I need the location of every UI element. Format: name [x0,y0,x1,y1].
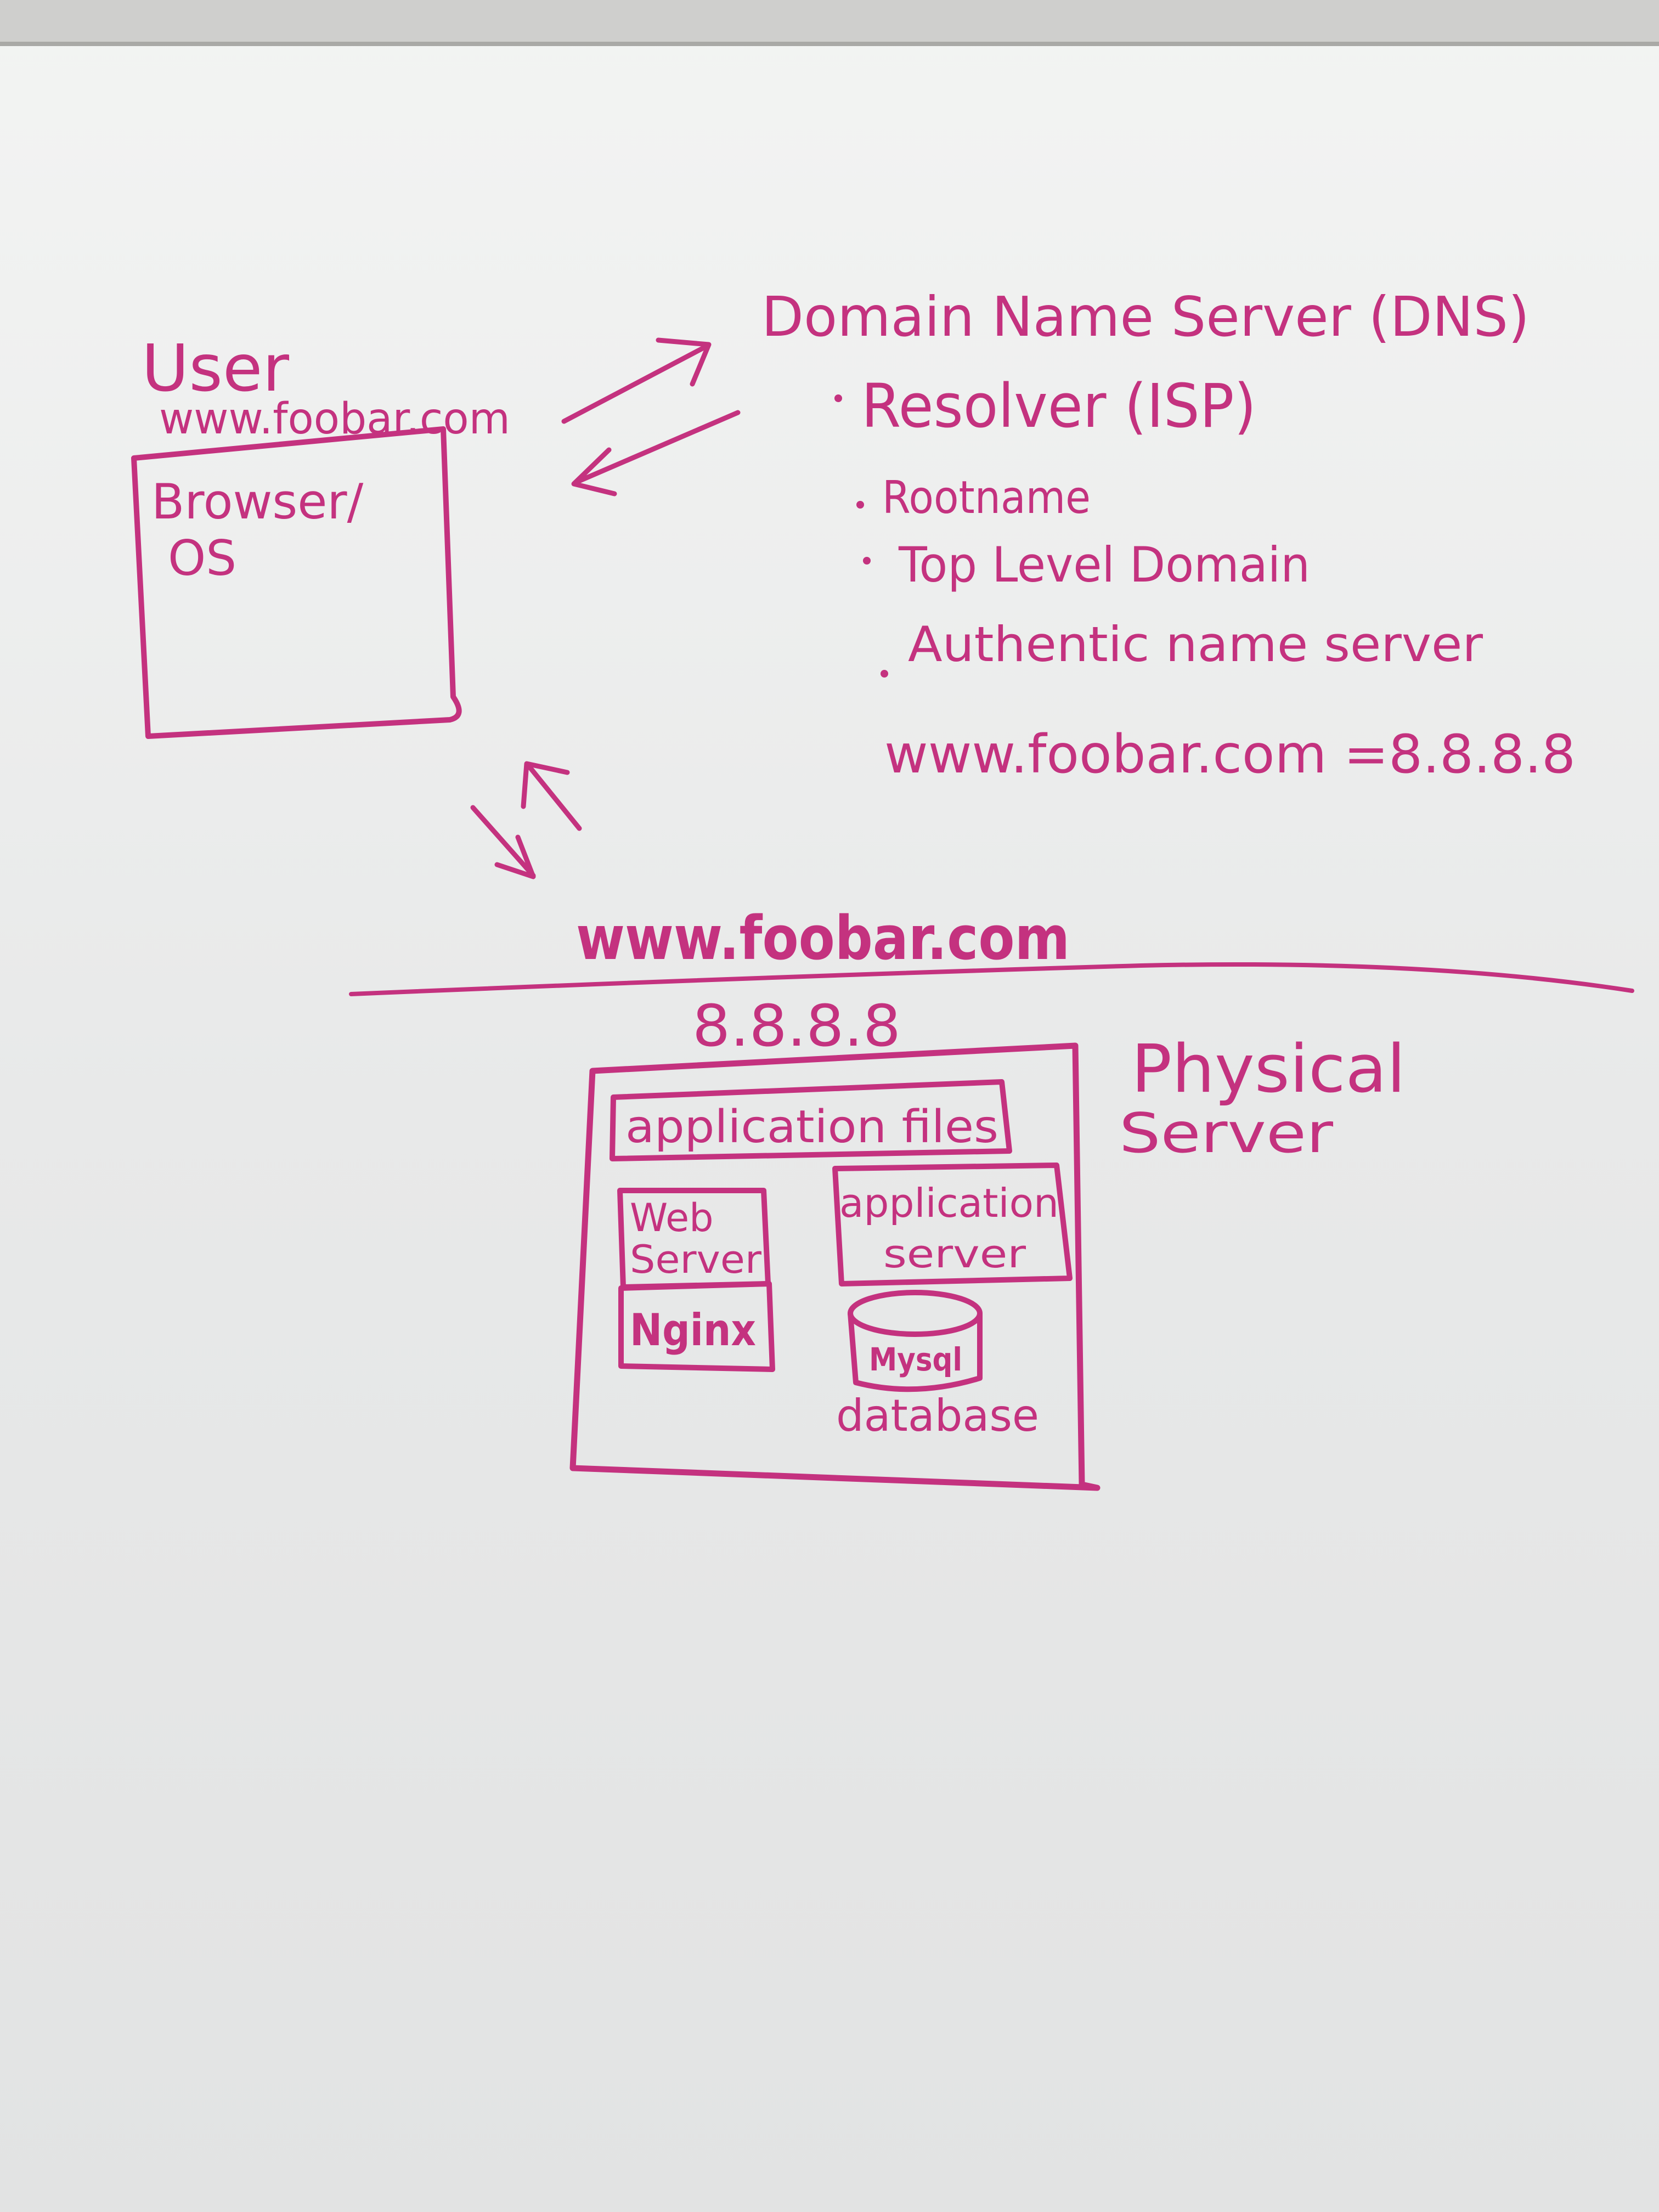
dns-title: Domain Name Server (DNS) [761,285,1530,349]
dns-item-resolver: Resolver (ISP) [861,371,1256,441]
user-label: User [142,330,289,406]
board-frame [0,0,1659,44]
database-label: database [836,1390,1039,1441]
server-ip: 8.8.8.8 [692,992,901,1059]
bullet-tld [863,557,871,565]
server-label: Server [1119,1101,1334,1165]
browser-label: Browser/ [151,473,364,530]
physical-server-box [569,1042,1101,1491]
user-url: www.foobar.com [159,394,510,444]
dns-item-authoritative: Authentic name server [908,616,1483,673]
dns-item-tld: Top Level Domain [898,537,1310,593]
database-cylinder-icon [848,1290,983,1392]
application-files-box [610,1079,1012,1161]
bullet-rootname [856,501,864,509]
application-files-label: application files [625,1101,998,1153]
arrow-from-server [521,761,582,831]
application-server-box [832,1163,1073,1286]
application-server-label-2: server [883,1232,1026,1277]
bullet-resolver [834,394,842,402]
dns-item-rootname: Rootname [882,472,1091,524]
mysql-label: Mysql [869,1341,962,1378]
arrow-to-server [470,805,536,879]
server-domain: www.foobar.com [576,903,1070,973]
physical-label: Physical [1131,1031,1406,1108]
dns-mapping: www.foobar.com =8.8.8.8 [884,724,1576,785]
internet-divider-line [349,962,1634,996]
browser-os-box [131,426,462,739]
bullet-authoritative [881,670,888,678]
application-server-label: application [839,1180,1059,1226]
web-label: Web [630,1195,714,1240]
response-arrow-from-dns [571,410,741,496]
request-arrow-to-dns [561,337,712,424]
nginx-box [618,1281,775,1372]
os-label: OS [168,530,236,586]
nginx-label: Nginx [630,1305,756,1356]
web-server-label: Server [630,1237,761,1282]
